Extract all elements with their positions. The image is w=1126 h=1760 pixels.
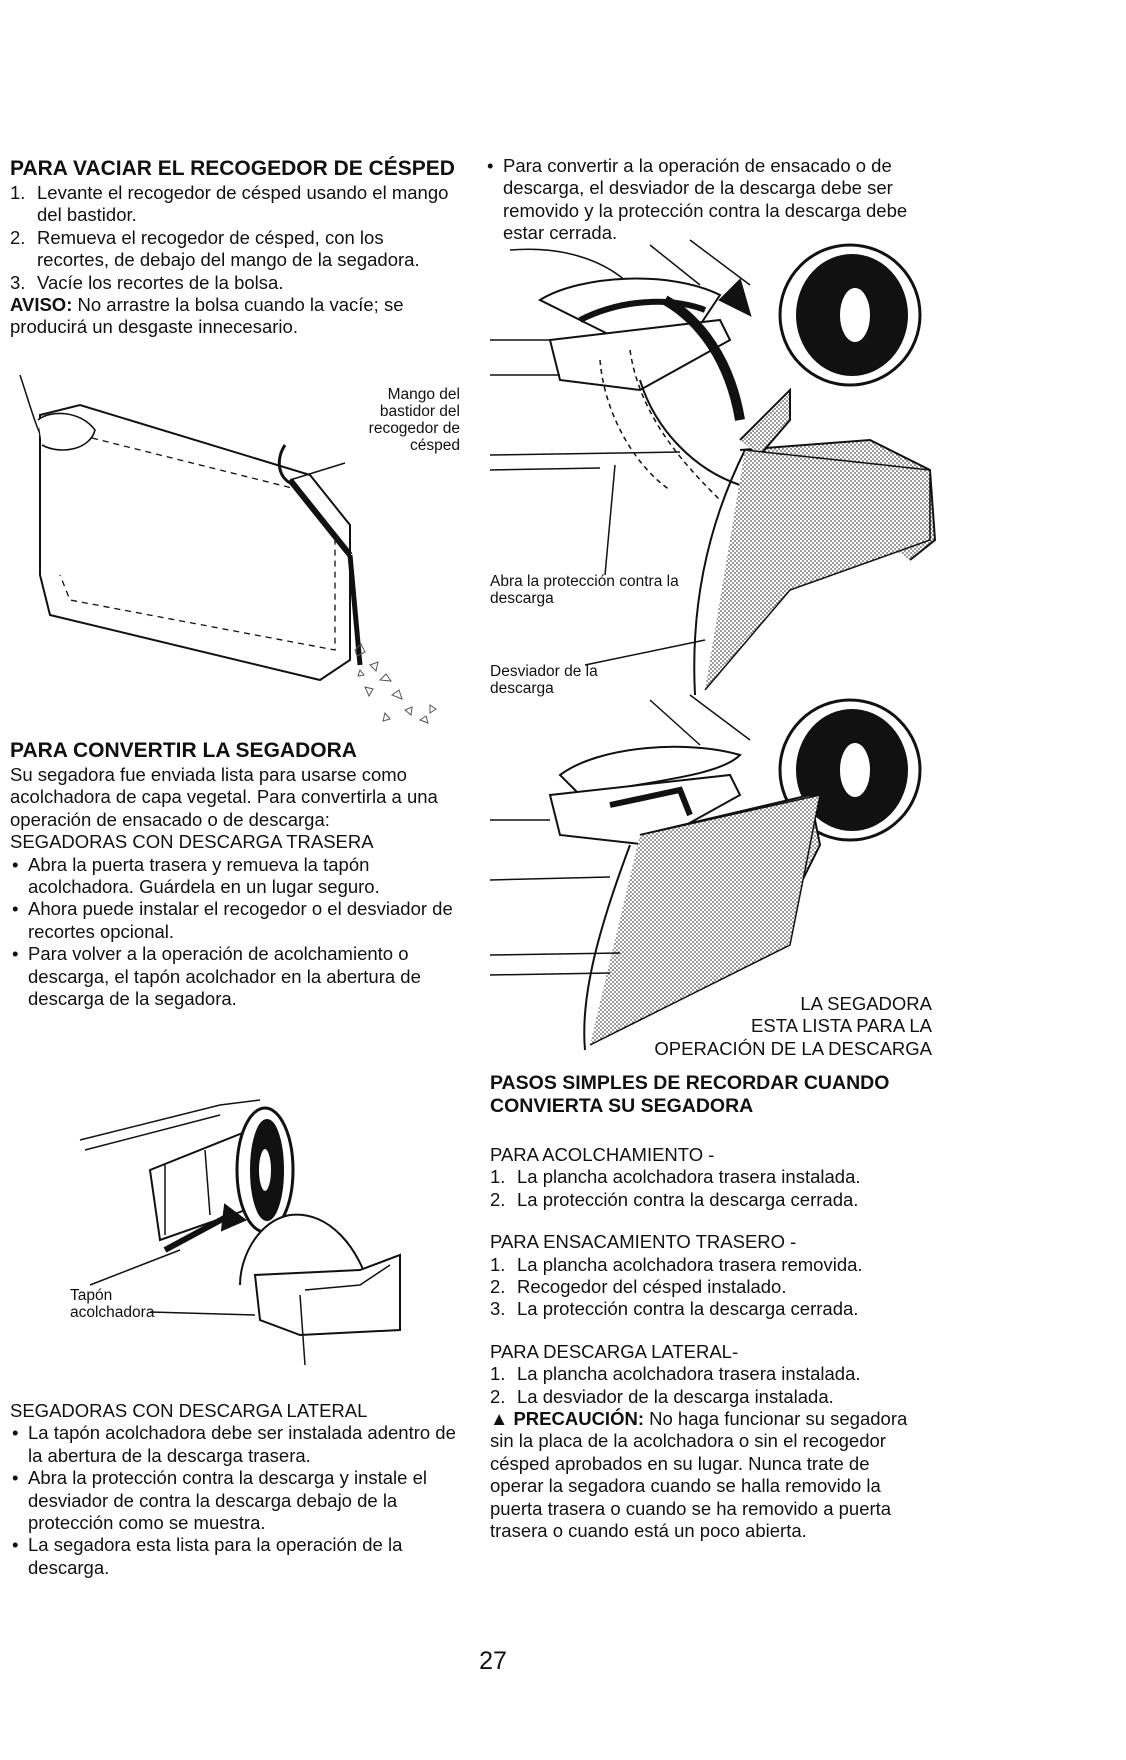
side-bullet-1: • La tapón acolchadora debe ser instalada… [10,1422,460,1467]
bullet-text: La tapón acolchadora debe ser instalada … [28,1422,456,1466]
side-steps-list: 1. La plancha acolchadora trasera instala… [490,1363,920,1408]
step-number: 1. [490,1363,506,1385]
mulch-step-1: 1. La plancha acolchadora trasera instala… [490,1166,920,1188]
side-discharge-heading: SEGADORAS CON DESCARGA LATERAL [10,1400,368,1421]
notice-label: AVISO: [10,294,73,316]
bag-heading: PARA ENSACAMIENTO TRASERO - [490,1231,797,1253]
bullet-dot: • [12,943,19,965]
bag-step-1: 1. La plancha acolchadora trasera removid… [490,1254,920,1276]
step-text: La desviador de la descarga instalada. [517,1385,834,1407]
step-number: 1. [10,182,26,203]
step-text: Vacíe los recortes de la bolsa. [37,271,284,293]
mulch-step-2: 2. La protección contra la descarga cerra… [490,1189,920,1211]
step-text: La plancha acolchadora trasera removida. [517,1253,863,1275]
bullet-dot: • [12,1534,19,1556]
figure-empty-catcher [19,374,437,724]
section-empty-catcher: PARA VACIAR EL RECOGEDOR DE CÉSPED 1. Lev… [10,158,460,339]
bullet-text: Para volver a la operación de acolchamie… [28,943,421,1010]
step-text: La protección contra la descarga cerrada… [517,1188,859,1210]
side-bullet-2: • Abra la protección contra la descarga y… [10,1467,460,1534]
step-text: Recogedor del césped instalado. [517,1276,787,1298]
figure-ready-discharge [489,694,922,1051]
bag-steps-list: 1. La plancha acolchadora trasera removid… [490,1254,920,1321]
bullet-dot: • [12,1467,19,1489]
step-number: 3. [490,1298,506,1320]
rear-bullet-1: • Abra la puerta trasera y remueva la tap… [10,854,460,899]
figure-open-guard [489,239,937,696]
empty-steps-list: 1. Levante el recogedor de césped usando … [10,182,460,294]
caution-text: No haga funcionar su segadora sin la pla… [490,1408,908,1542]
bullet-text: Abra la puerta trasera y remueva la tapó… [28,853,380,898]
step-text: Levante el recogedor de césped usando el… [37,182,449,226]
step-text: La plancha acolchadora trasera instalada… [517,1166,861,1188]
section-right-intro: •Para convertir a la operación de ensaca… [485,155,915,245]
step-number: 2. [490,1385,506,1407]
label-catcher-handle: Mango del bastidor del recogedor de césp… [368,386,460,454]
heading-empty-catcher: PARA VACIAR EL RECOGEDOR DE CÉSPED [10,157,455,180]
sidedischarge-step-2: 2. La desviador de la descarga instalada. [490,1386,920,1408]
side-heading: PARA DESCARGA LATERAL- [490,1340,739,1362]
label-open-guard: Abra la protección contra la descarga [490,573,679,607]
section-simple-steps: PASOS SIMPLES DE RECORDAR CUANDO CONVIER… [490,1072,920,1543]
bullet-dot: • [12,1422,19,1444]
figure-mulch-plug [79,1099,401,1366]
empty-step-3: 3. Vacíe los recortes de la bolsa. [10,272,460,294]
mulch-heading: PARA ACOLCHAMIENTO - [490,1144,715,1165]
sidedischarge-step-1: 1. La plancha acolchadora trasera instala… [490,1363,920,1385]
empty-step-1: 1. Levante el recogedor de césped usando … [10,182,460,227]
bullet-text: Ahora puede instalar el recogedor o el d… [28,898,453,942]
step-text: Remueva el recogedor de césped, con los … [37,226,420,271]
bag-step-3: 3. La protección contra la descarga cerra… [490,1298,920,1320]
section-convert: PARA CONVERTIR LA SEGADORA Su segadora f… [10,740,460,1010]
bullet-dot: • [12,898,19,920]
side-bullets-list: • La tapón acolchadora debe ser instalada… [10,1422,460,1579]
step-number: 1. [490,1253,506,1275]
warning-triangle-icon: ▲ [490,1408,509,1430]
rear-discharge-heading: SEGADORAS CON DESCARGA TRASERA [10,831,374,853]
step-text: La protección contra la descarga cerrada… [517,1298,859,1320]
step-number: 2. [10,226,26,248]
bullet-dot: • [12,853,19,875]
step-number: 1. [490,1166,506,1188]
rear-bullets-list: • Abra la puerta trasera y remueva la tap… [10,854,460,1011]
ready-caption: LA SEGADORA ESTA LISTA PARA LA OPERACIÓN… [654,993,932,1059]
empty-step-2: 2. Remueva el recogedor de césped, con lo… [10,227,460,272]
label-deflector: Desviador de la descarga [490,663,598,697]
label-mulch-plug: Tapón acolchadora [70,1287,155,1321]
step-number: 3. [10,271,26,293]
intro-bullet: •Para convertir a la operación de ensaca… [487,155,908,244]
bullet-text: La segadora esta lista para la operación… [28,1534,403,1578]
step-number: 2. [490,1188,506,1210]
bullet-text: Abra la protección contra la descarga y … [28,1467,427,1534]
side-bullet-3: • La segadora esta lista para la operació… [10,1534,460,1579]
step-text: La plancha acolchadora trasera instalada… [517,1363,861,1385]
caution-label: PRECAUCIÓN: [513,1408,644,1430]
section-side-discharge: SEGADORAS CON DESCARGA LATERAL • La tapón… [10,1400,460,1579]
rear-bullet-3: • Para volver a la operación de acolchami… [10,943,460,1010]
rear-bullet-2: • Ahora puede instalar el recogedor o el … [10,898,460,943]
page-number: 27 [479,1647,507,1675]
notice: AVISO: No arrastre la bolsa cuando la va… [10,294,460,339]
heading-convert: PARA CONVERTIR LA SEGADORA [10,739,357,762]
caution: ▲ PRECAUCIÓN: No haga funcionar su segad… [490,1408,920,1542]
heading-simple-steps: PASOS SIMPLES DE RECORDAR CUANDO CONVIER… [490,1072,890,1117]
bag-step-2: 2. Recogedor del césped instalado. [490,1276,920,1298]
notice-text: No arrastre la bolsa cuando la vacíe; se… [10,294,404,338]
convert-intro: Su segadora fue enviada lista para usars… [10,764,438,830]
step-number: 2. [490,1276,506,1298]
mulch-steps-list: 1. La plancha acolchadora trasera instala… [490,1166,920,1211]
